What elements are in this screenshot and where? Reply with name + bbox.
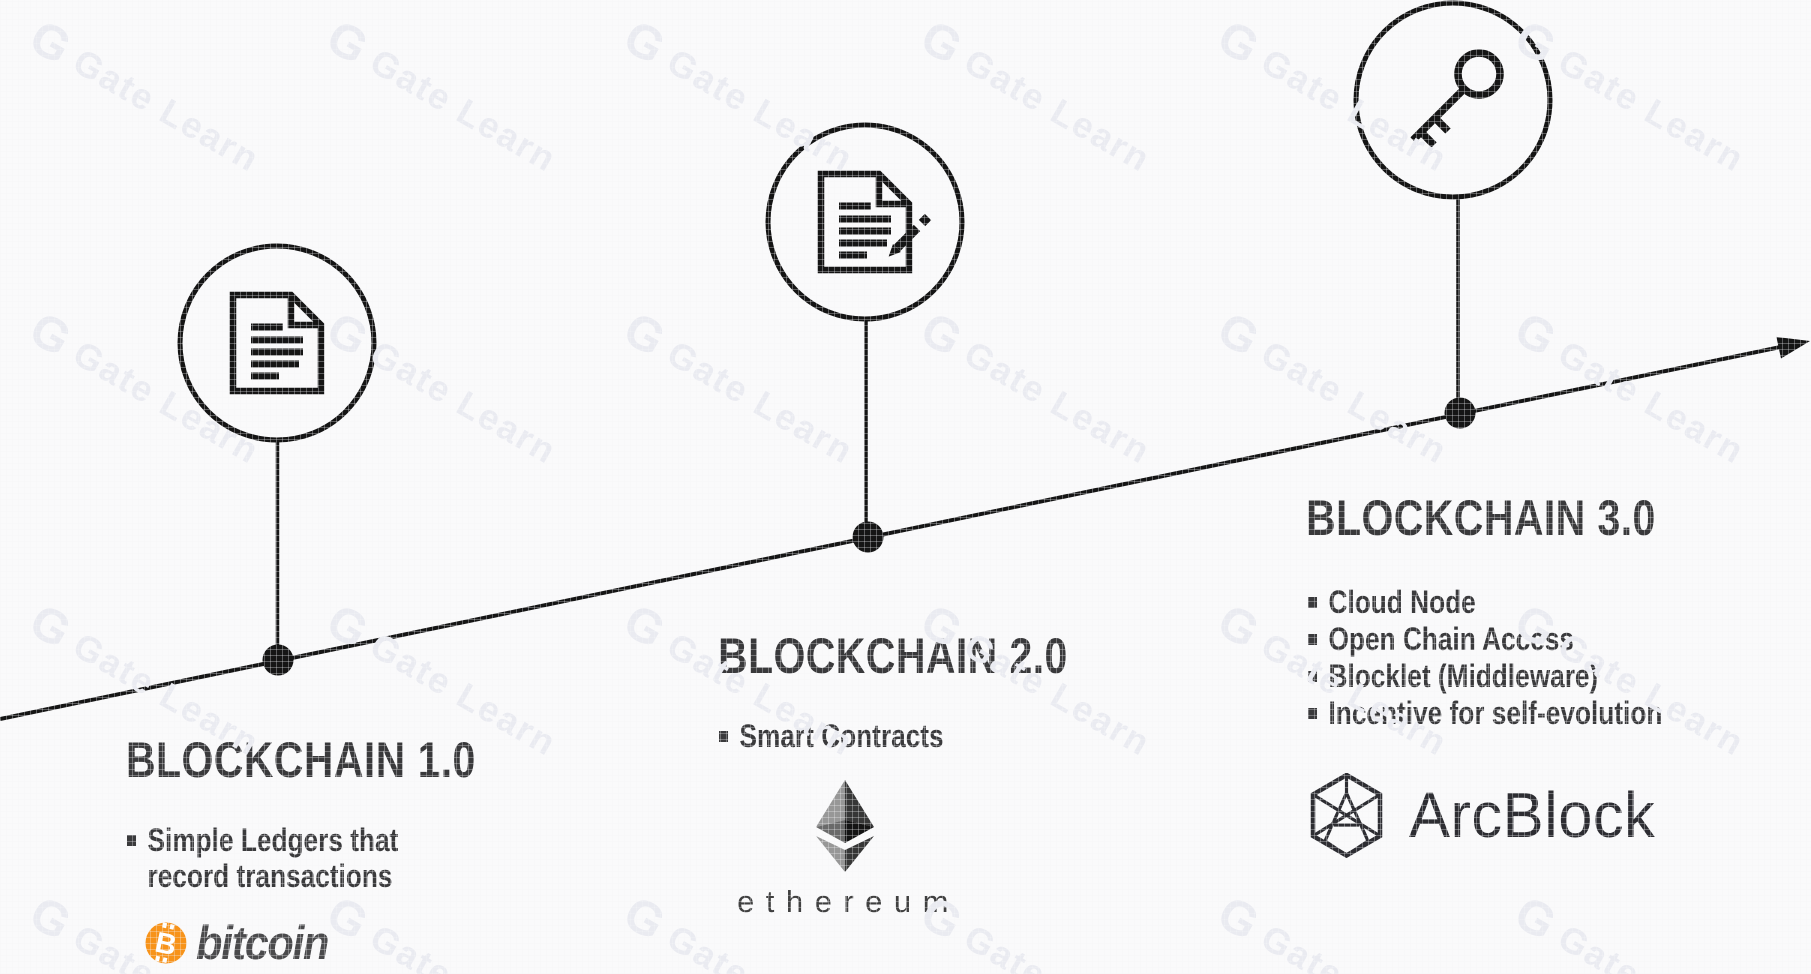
stage2-title: BLOCKCHAIN 2.0 [718,628,1068,684]
stage2-bullet-list: Smart Contracts [719,718,944,754]
bullet-label: Incentive for self-evolution [1328,695,1663,731]
bullet-label: Simple Ledgers that record transactions [147,822,399,894]
square-bullet-icon [1308,708,1318,719]
list-item: Smart Contracts [719,718,944,754]
bullet-label: Smart Contracts [739,718,944,754]
bitcoin-coin-icon: B [145,921,187,963]
stage3-bullet-list: Cloud Node Open Chain Access Blocklet (M… [1308,584,1662,732]
ethereum-diamond-icon [816,780,874,872]
stage1-icon-circle [177,243,377,443]
contract-signing-icon [821,174,932,270]
list-item: Open Chain Access [1308,621,1662,658]
timeline-arrowhead [1776,336,1810,359]
bullet-label: Blocklet (Middleware) [1328,658,1599,694]
list-item: Blocklet (Middleware) [1308,658,1662,695]
stage2-node-dot [852,521,884,553]
bullet-label: Cloud Node [1328,584,1476,620]
list-item: Cloud Node [1308,584,1662,621]
arcblock-wordmark: ArcBlock [1409,779,1656,851]
square-bullet-icon [1308,671,1318,682]
stage1-title: BLOCKCHAIN 1.0 [126,732,476,788]
stage3-icon-circle [1353,0,1553,200]
square-bullet-icon [127,835,137,846]
arcblock-logo: ArcBlock [1310,770,1666,860]
square-bullet-icon [719,731,729,742]
square-bullet-icon [1308,634,1318,645]
stage3-title: BLOCKCHAIN 3.0 [1306,490,1656,546]
bitcoin-wordmark: bitcoin [196,916,329,969]
document-icon [233,295,321,391]
timeline-axis [0,343,1791,721]
list-item: Incentive for self-evolution [1308,695,1662,732]
key-icon [1410,49,1504,148]
stage2-icon-circle [765,122,965,322]
arcblock-hexagon-icon [1310,772,1383,858]
bitcoin-logo: B bitcoin [144,915,340,970]
stage1-node-dot [262,644,294,676]
list-item: Simple Ledgers that record transactions [127,822,406,894]
ethereum-wordmark: ethereum [737,884,960,919]
stage3-node-dot [1444,397,1476,429]
bullet-label: Open Chain Access [1328,621,1574,657]
square-bullet-icon [1308,597,1318,608]
stage1-bullet-list: Simple Ledgers that record transactions [127,822,406,894]
